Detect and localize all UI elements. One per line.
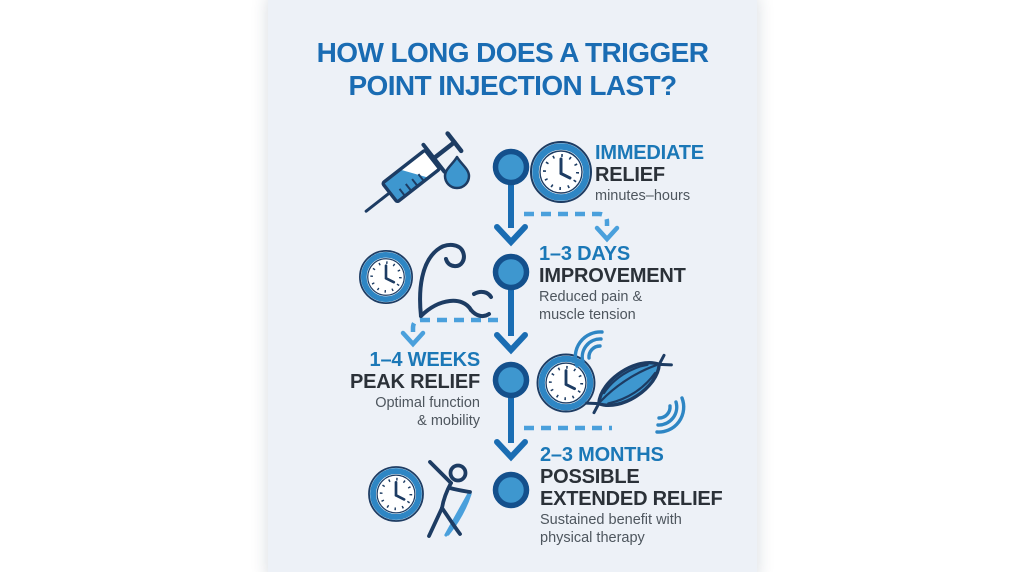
step-description: minutes–hours [595, 188, 691, 204]
muscle-icon [573, 330, 686, 434]
droplet-icon [443, 155, 471, 190]
step-period: 1–3 DAYS [539, 243, 631, 265]
clock-icon [369, 467, 423, 521]
timeline-line [494, 184, 528, 462]
page-title-line1: HOW LONG DOES A TRIGGER [316, 37, 709, 68]
page-title-line2: POINT INJECTION LAST? [348, 70, 677, 101]
dashed-arrow-2 [400, 317, 498, 348]
step-period: 2–3 MONTHS [540, 444, 664, 466]
stretching-person-icon [427, 460, 472, 538]
step-heading: POSSIBLE EXTENDED RELIEF [540, 466, 723, 510]
dashed-arrow-1 [524, 211, 620, 243]
timeline-node-2 [492, 253, 530, 291]
step-2-3-months: 2–3 MONTHS POSSIBLE EXTENDED RELIEF Sust… [540, 444, 735, 547]
step-1-4-weeks: 1–4 WEEKS PEAK RELIEF Optimal function &… [330, 349, 480, 430]
timeline-node-3 [492, 361, 530, 399]
timeline-node-1 [492, 148, 530, 186]
step-period: 1–4 WEEKS [369, 349, 481, 371]
page-title: HOW LONG DOES A TRIGGER POINT INJECTION … [268, 36, 757, 102]
syringe-icon [364, 131, 464, 213]
step-immediate-relief: IMMEDIATE RELIEF minutes–hours [595, 142, 775, 206]
step-heading: RELIEF [595, 164, 665, 186]
step-1-3-days: 1–3 DAYS IMPROVEMENT Reduced pain & musc… [539, 243, 729, 324]
clock-icon [531, 142, 591, 202]
step-heading: PEAK RELIEF [349, 371, 480, 393]
step-description: Optimal function & mobility [375, 395, 480, 429]
clock-icon [360, 251, 412, 303]
bicep-icon [418, 243, 493, 319]
step-description: Reduced pain & muscle tension [539, 289, 643, 323]
step-period: IMMEDIATE [595, 142, 704, 164]
step-description: Sustained benefit with physical therapy [540, 512, 682, 546]
timeline-nodes [492, 148, 530, 509]
step-heading: IMPROVEMENT [539, 265, 686, 287]
timeline-node-4 [492, 471, 530, 509]
